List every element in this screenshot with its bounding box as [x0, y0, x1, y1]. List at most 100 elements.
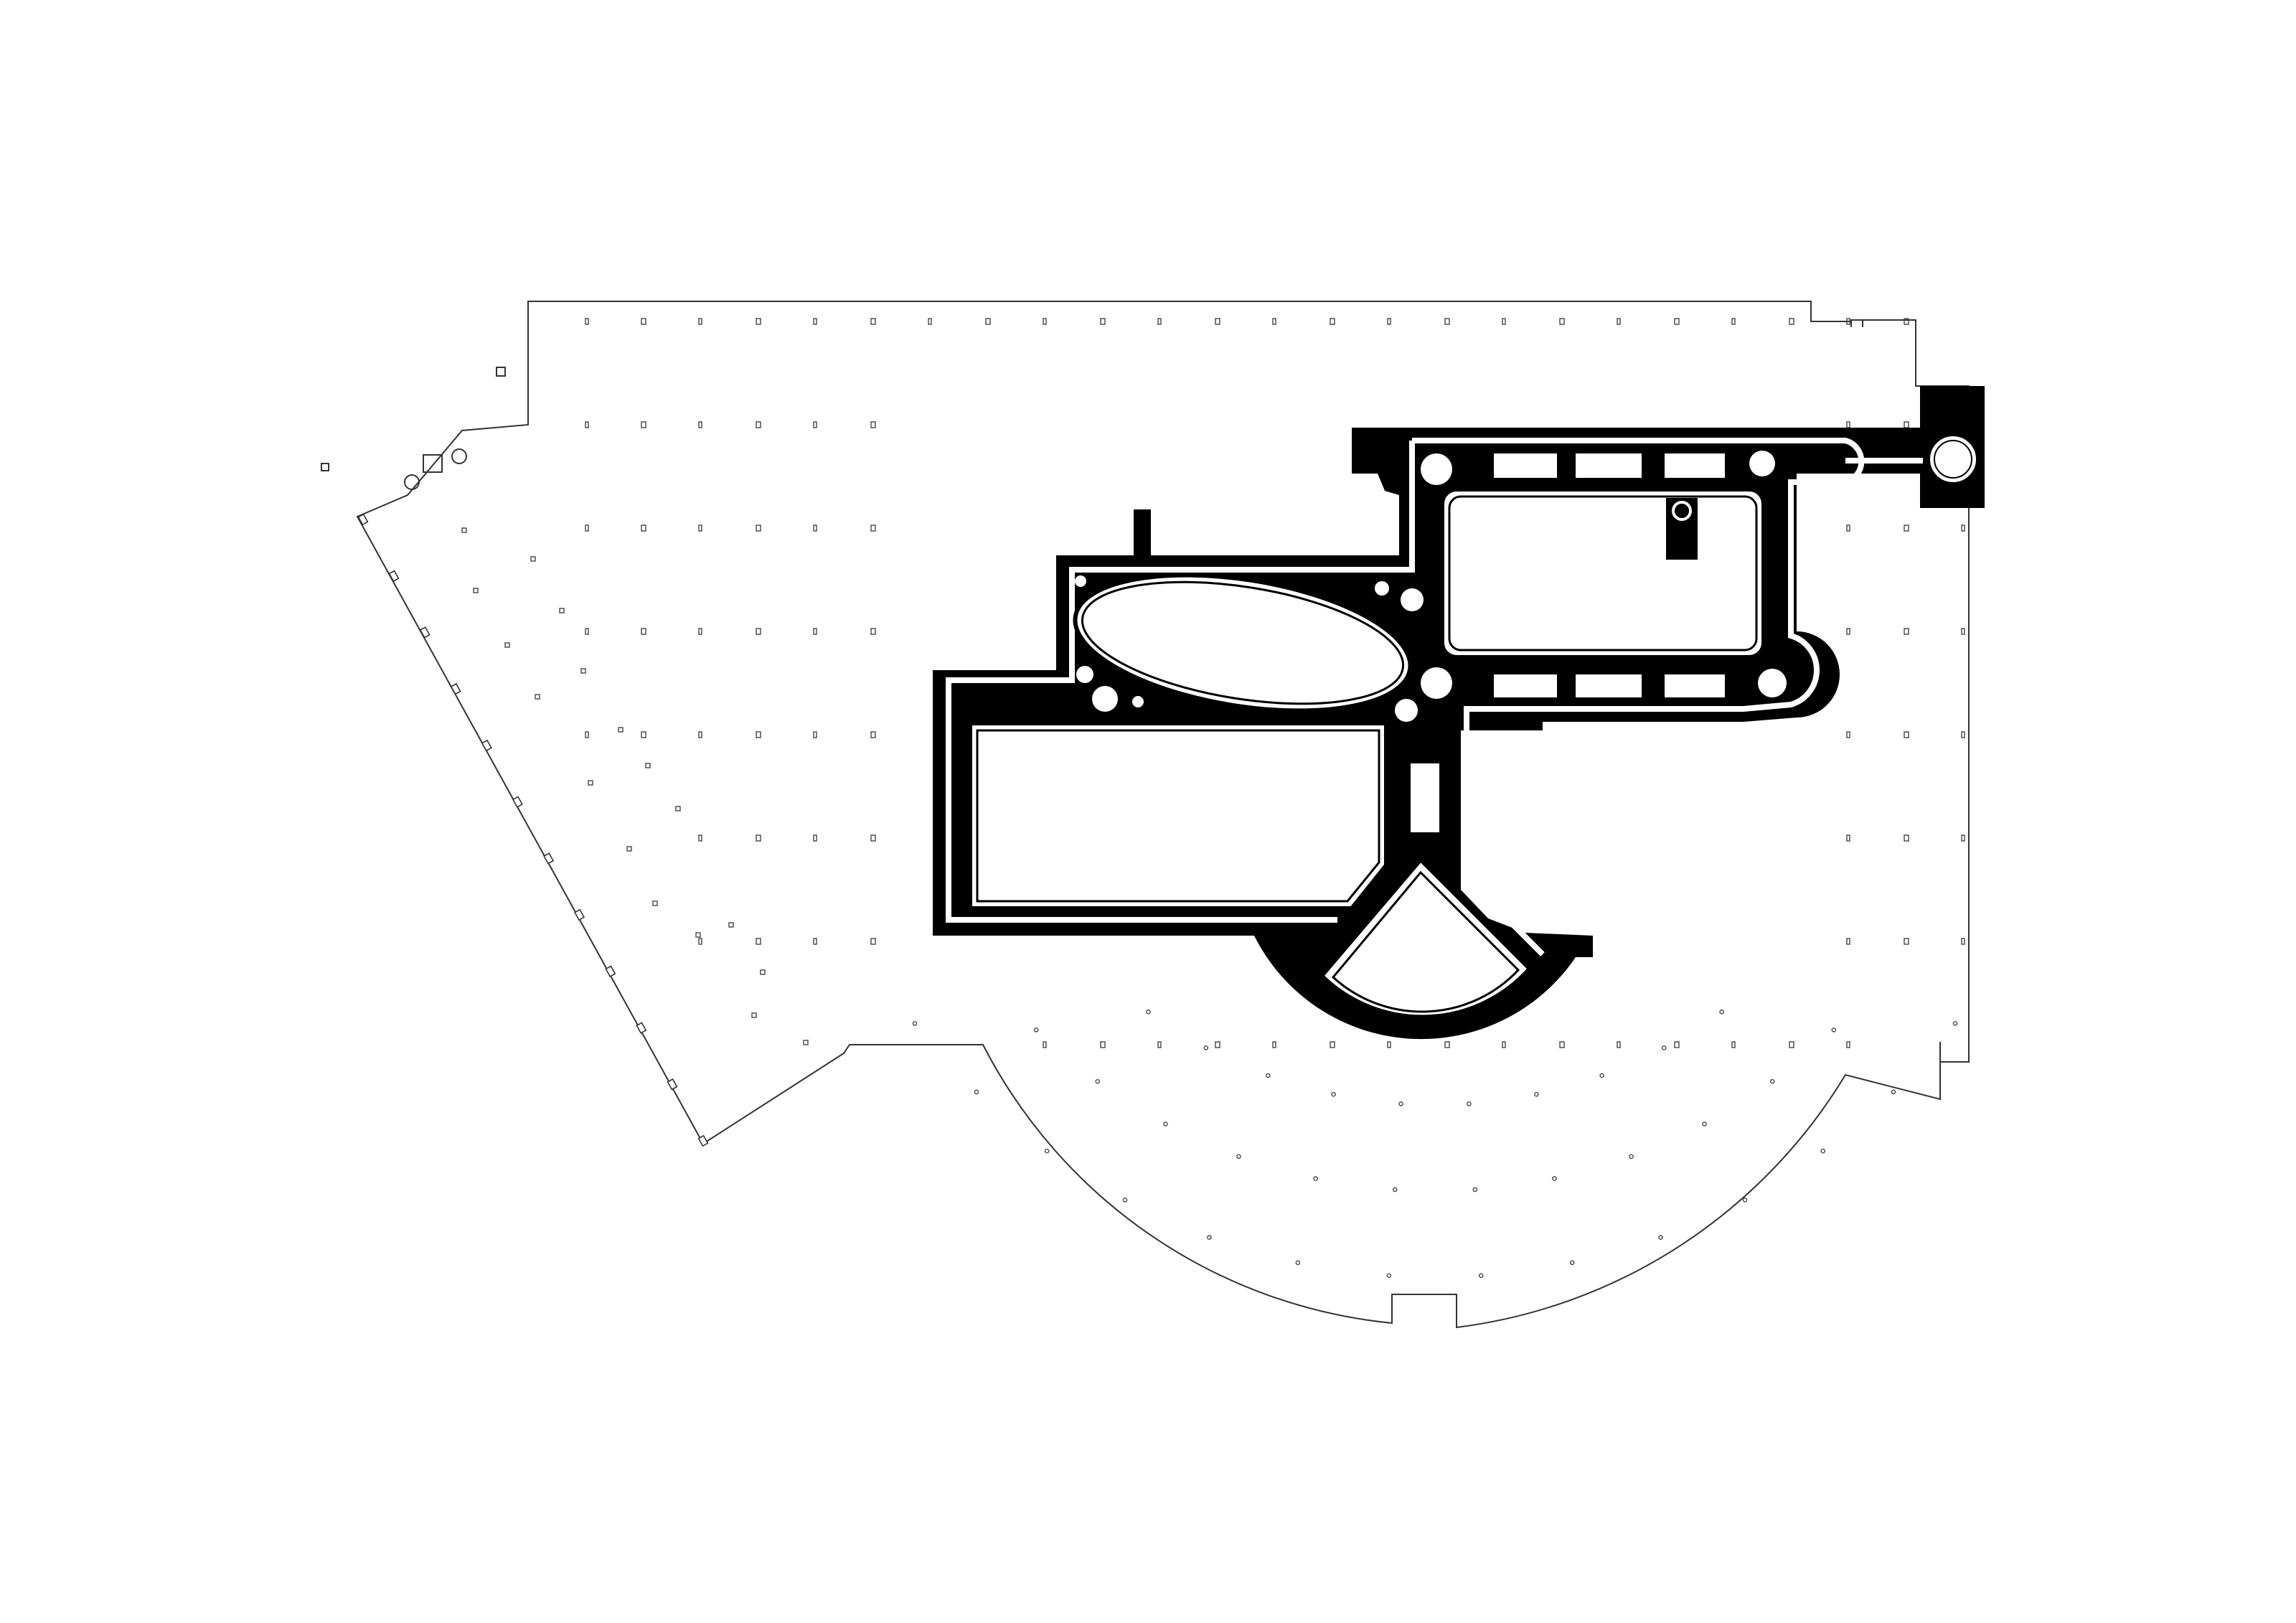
column-marker: [530, 556, 536, 562]
column-marker: [1295, 1260, 1301, 1266]
round-void: [1758, 669, 1787, 697]
column-marker: [1904, 834, 1909, 842]
column-marker: [1674, 1041, 1680, 1048]
room-north-east-inner: [1448, 495, 1758, 651]
column-marker: [756, 318, 761, 325]
column-marker: [1846, 1041, 1850, 1048]
column-marker: [813, 421, 817, 428]
column-marker: [504, 642, 510, 648]
round-void: [1395, 699, 1418, 722]
column-marker: [1769, 1078, 1775, 1084]
mullion-tick: [512, 796, 523, 808]
mullion-tick: [543, 852, 555, 865]
column-marker: [1157, 318, 1162, 325]
mullion-tick: [667, 1078, 678, 1091]
column-marker: [559, 608, 565, 613]
column-marker: [535, 694, 540, 700]
mullion-tick: [574, 908, 585, 921]
column-marker: [1044, 1148, 1050, 1154]
west-wall-marker: [321, 463, 329, 471]
lift-1: [1494, 453, 1557, 478]
column-marker: [580, 668, 586, 674]
column-marker: [1330, 318, 1335, 325]
fan-room-inner: [1331, 870, 1520, 1013]
column-marker: [1100, 1041, 1106, 1048]
column-marker: [1731, 318, 1736, 325]
west-column-circle-1: [404, 474, 420, 490]
column-marker: [728, 922, 734, 928]
column-marker: [1472, 1187, 1478, 1192]
column-marker: [1904, 628, 1909, 635]
column-marker: [1203, 1045, 1209, 1050]
column-marker: [1272, 1041, 1276, 1048]
column-marker: [1789, 318, 1794, 325]
column-marker: [695, 932, 701, 938]
column-marker: [1661, 1045, 1667, 1050]
core-corridor-main: [946, 441, 1415, 923]
mullion-tick: [481, 739, 492, 752]
mullion-tick: [636, 1022, 647, 1034]
column-marker: [698, 731, 702, 738]
column-marker: [641, 628, 646, 635]
round-void: [1092, 686, 1118, 712]
column-marker: [1157, 1041, 1162, 1048]
mullion-tick: [419, 626, 430, 639]
room-south-west-inner: [976, 729, 1380, 903]
column-marker: [870, 834, 876, 842]
column-marker: [1502, 1041, 1506, 1048]
round-void: [1076, 666, 1093, 683]
column-marker: [813, 834, 817, 842]
column-marker: [870, 628, 876, 635]
ne-room-fixture-ring: [1672, 501, 1692, 521]
column-marker: [1904, 731, 1909, 738]
entrance-bay: [423, 454, 443, 473]
column-marker: [1831, 1027, 1837, 1032]
column-marker: [1658, 1235, 1663, 1240]
round-void: [1401, 588, 1424, 611]
lift-4: [1494, 674, 1557, 697]
lift-3: [1665, 453, 1725, 478]
column-marker: [1266, 1073, 1271, 1078]
column-marker: [1846, 731, 1850, 738]
column-marker: [870, 421, 876, 428]
column-marker: [1386, 1273, 1392, 1279]
column-marker: [1502, 318, 1506, 325]
column-marker: [1742, 1198, 1748, 1203]
round-void: [1132, 696, 1144, 707]
column-marker: [756, 524, 761, 532]
column-marker: [1043, 318, 1047, 325]
column-marker: [1444, 318, 1450, 325]
column-marker: [1444, 1041, 1450, 1048]
column-marker: [1617, 1041, 1621, 1048]
mullion-tick: [605, 965, 616, 978]
column-marker: [1904, 421, 1909, 428]
mullion-tick: [450, 682, 461, 695]
central-core: [933, 386, 1985, 1040]
room-south-west: [968, 721, 1388, 911]
column-marker: [803, 1040, 809, 1045]
column-marker: [473, 588, 479, 593]
column-marker: [698, 938, 702, 945]
column-marker: [641, 524, 646, 532]
column-marker: [1904, 318, 1909, 325]
column-marker: [1236, 1154, 1241, 1159]
column-marker: [1215, 1041, 1220, 1048]
column-marker: [1552, 1176, 1557, 1181]
column-marker: [1163, 1121, 1168, 1126]
round-void: [1421, 453, 1452, 485]
column-marker: [1122, 1198, 1128, 1203]
lift-5: [1576, 674, 1642, 697]
column-marker: [698, 318, 702, 325]
column-marker: [760, 969, 766, 975]
column-marker: [1095, 1078, 1101, 1084]
round-void: [1375, 581, 1389, 596]
column-marker: [1043, 1041, 1047, 1048]
column-marker: [756, 421, 761, 428]
column-marker: [1846, 628, 1850, 635]
column-marker: [675, 806, 681, 812]
column-marker: [1330, 1041, 1335, 1048]
column-marker: [1313, 1176, 1318, 1181]
column-marker: [641, 318, 646, 325]
column-marker: [652, 900, 658, 906]
column-marker: [1387, 1041, 1391, 1048]
